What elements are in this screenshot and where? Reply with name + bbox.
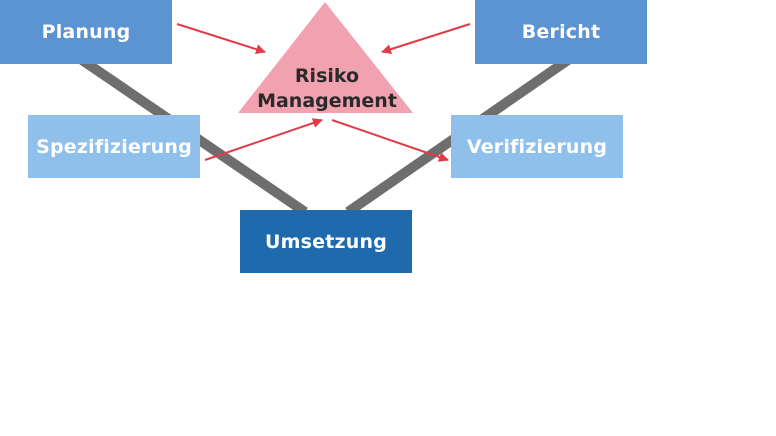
spezifizierung-box: Spezifizierung bbox=[28, 115, 200, 178]
risk-management-label: Risiko Management bbox=[240, 64, 414, 114]
arrow-bericht-to-risk bbox=[381, 23, 471, 55]
arrow-risk-to-verifizierung bbox=[331, 119, 449, 162]
risk-label-line1: Risiko bbox=[294, 65, 360, 87]
planung-label: Planung bbox=[41, 21, 131, 43]
spezifizierung-label: Spezifizierung bbox=[36, 135, 192, 158]
arrow-planung-to-risk bbox=[176, 23, 266, 55]
arrow-spezifizierung-to-risk bbox=[204, 118, 323, 161]
verifizierung-label: Verifizierung bbox=[466, 135, 608, 158]
verifizierung-box: Verifizierung bbox=[451, 115, 623, 178]
umsetzung-label: Umsetzung bbox=[264, 230, 388, 253]
bericht-box: Bericht bbox=[475, 0, 647, 64]
risk-management-triangle bbox=[238, 2, 413, 113]
umsetzung-box: Umsetzung bbox=[240, 210, 412, 273]
risk-label-line2: Management bbox=[257, 90, 397, 112]
bericht-label: Bericht bbox=[521, 21, 601, 43]
planung-box: Planung bbox=[0, 0, 172, 64]
